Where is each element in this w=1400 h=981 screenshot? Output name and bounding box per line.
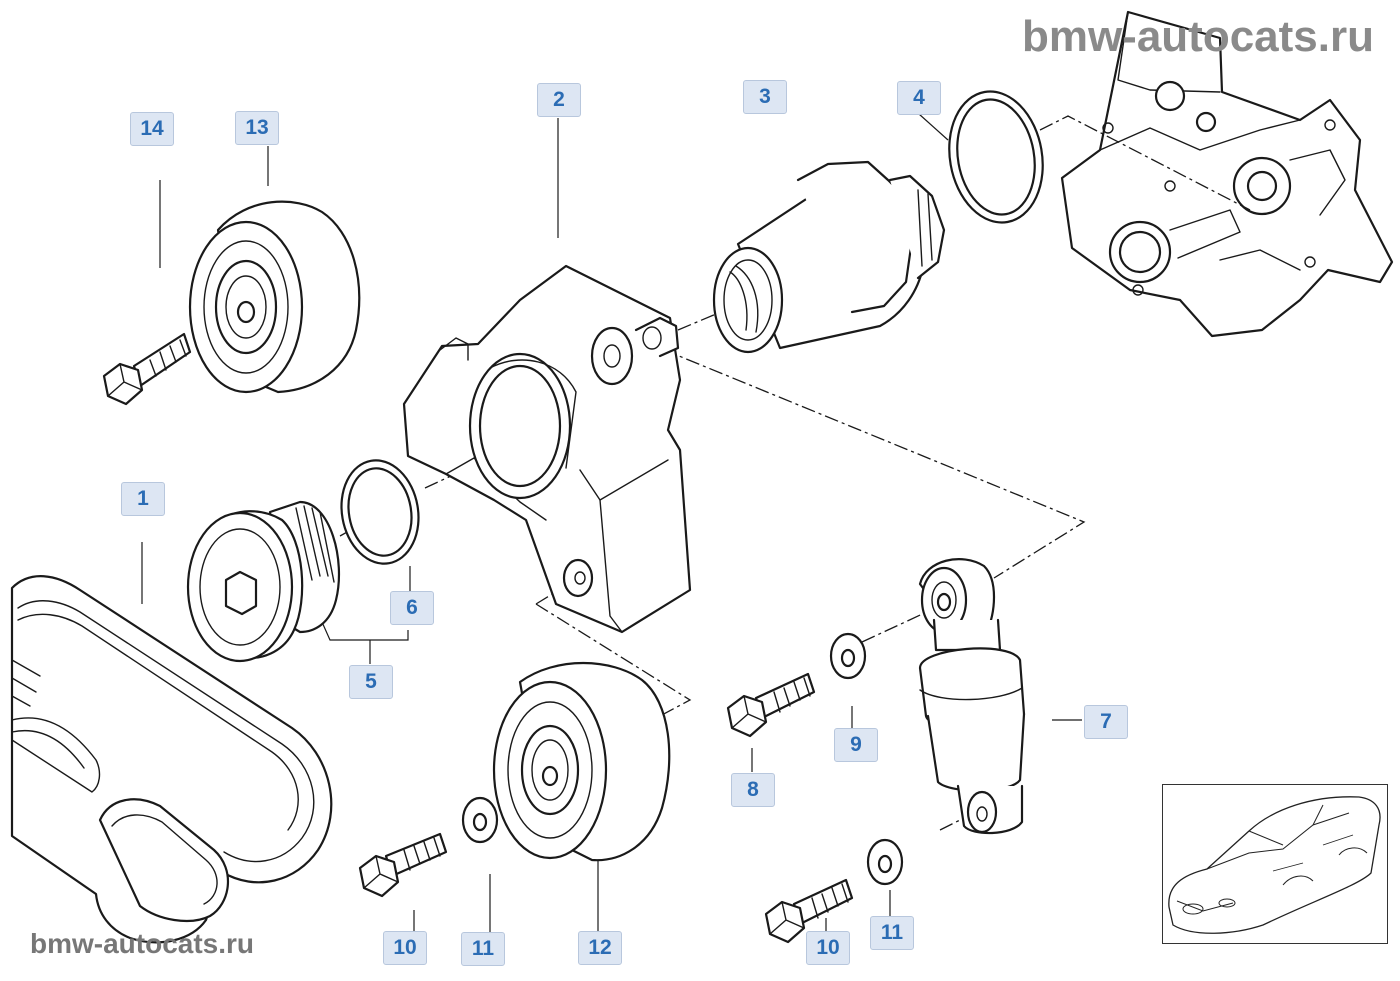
washer-9 [829, 632, 867, 680]
washer-11-right [866, 838, 904, 886]
callout-5[interactable]: 5 [349, 665, 393, 699]
callout-6[interactable]: 6 [390, 591, 434, 625]
callout-14[interactable]: 14 [130, 112, 174, 146]
callout-13[interactable]: 13 [235, 111, 279, 145]
tensioner-bracket [402, 264, 692, 634]
hydraulic-damper [918, 558, 1026, 835]
callout-4[interactable]: 4 [897, 81, 941, 115]
bolt-10-left [358, 832, 448, 898]
large-o-ring [948, 90, 1044, 224]
callout-2[interactable]: 2 [537, 83, 581, 117]
watermark-top: bmw-autocats.ru [1021, 12, 1374, 61]
watermark-bottom: bmw-autocats.ru [30, 928, 255, 959]
callout-11-left[interactable]: 11 [461, 932, 505, 966]
bolt-8 [726, 672, 816, 738]
callout-7[interactable]: 7 [1084, 705, 1128, 739]
small-o-ring [340, 459, 420, 565]
vehicle-thumbnail [1162, 784, 1388, 944]
callout-11-right[interactable]: 11 [870, 916, 914, 950]
tensioner-pulley [186, 500, 340, 663]
callout-10-left[interactable]: 10 [383, 931, 427, 965]
callout-8[interactable]: 8 [731, 773, 775, 807]
threaded-sleeve [712, 160, 946, 354]
ribbed-v-belt [10, 575, 333, 944]
bolt-10-right [764, 878, 854, 944]
callout-3[interactable]: 3 [743, 80, 787, 114]
washer-11-left [461, 796, 499, 844]
callout-1[interactable]: 1 [121, 482, 165, 516]
idler-pulley-top [188, 200, 361, 394]
car-sketch-icon [1168, 796, 1381, 934]
engine-front-cover [1060, 10, 1394, 338]
bolt-14 [102, 332, 192, 406]
idler-pulley-bottom [492, 661, 671, 862]
callout-9[interactable]: 9 [834, 728, 878, 762]
callout-12[interactable]: 12 [578, 931, 622, 965]
leader-lines [141, 113, 1082, 932]
callout-10-right[interactable]: 10 [806, 931, 850, 965]
